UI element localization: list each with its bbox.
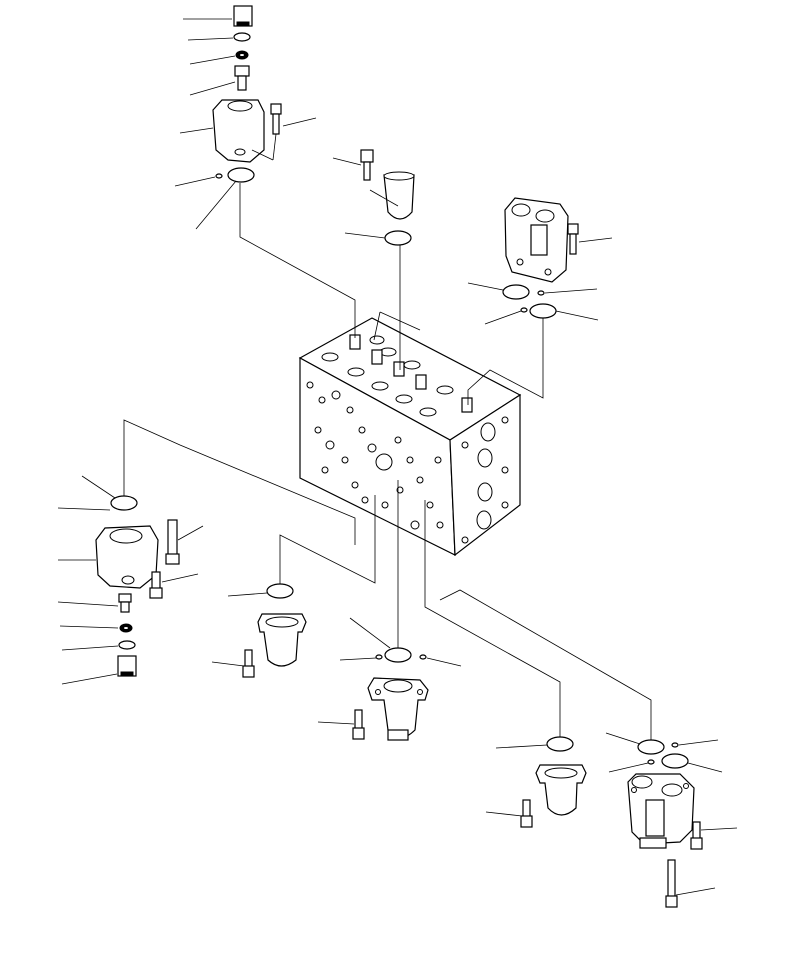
top-right-cover-assembly: [467, 197, 613, 405]
top-left-cover-assembly: [174, 5, 356, 338]
main-control-valve-block: [298, 317, 522, 557]
left-cover-assembly: [57, 419, 356, 685]
bottom-right-cover-assembly: [424, 500, 587, 828]
bottom-center-cover-assembly: [317, 480, 462, 741]
far-right-cover-assembly: [439, 589, 738, 908]
top-center-filter-assembly: [332, 149, 421, 370]
bottom-left-cover-assembly: [211, 495, 376, 678]
